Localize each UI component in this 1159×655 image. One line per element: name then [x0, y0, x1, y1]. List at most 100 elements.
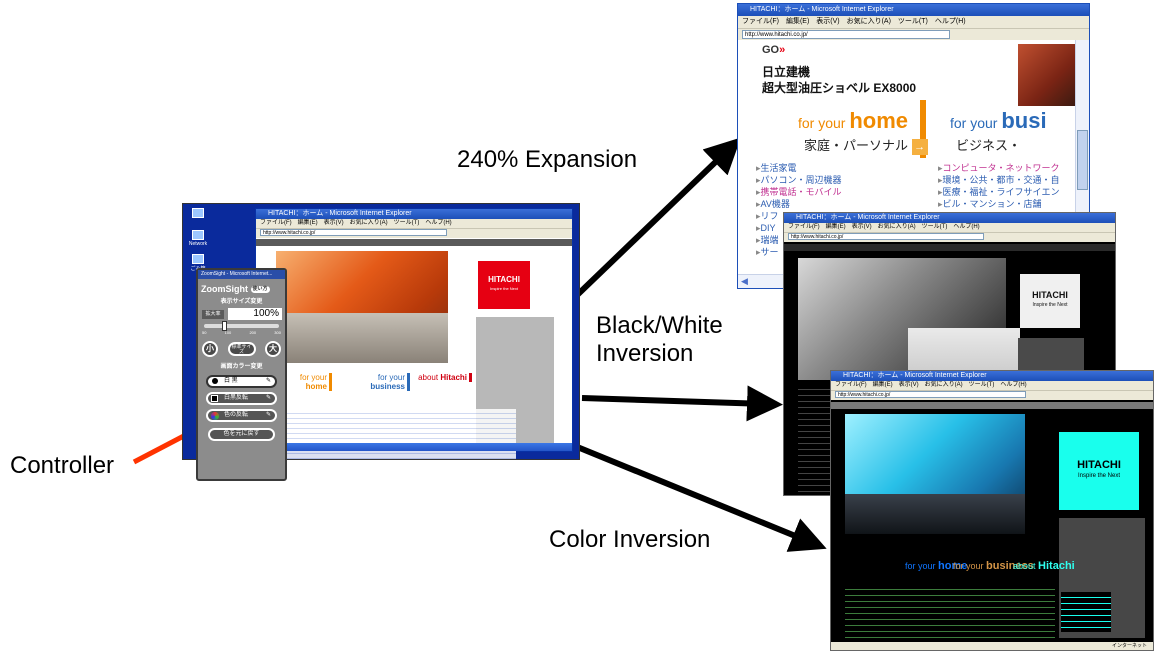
mode-bw-button[interactable]: 白黒反転✎ — [206, 392, 277, 405]
chevron-right-icon: » — [779, 44, 786, 56]
browser-menubar[interactable]: ファイル(F) 編集(E) 表示(V) お気に入り(A) ツール(T) ヘルプ(… — [784, 223, 1115, 232]
address-input[interactable]: http://www.hitachi.co.jp/ — [260, 229, 448, 236]
controller-title: ZoomSight - Microsoft Internet... — [198, 270, 285, 279]
business-label[interactable]: for your business — [348, 373, 410, 391]
list-item[interactable]: 環境・公共・都市・交通・自 — [938, 174, 1068, 186]
arrow-to-bw — [581, 385, 783, 422]
scrollbar-thumb[interactable] — [1077, 130, 1088, 190]
controller-brand: ZoomSight 使い方 — [201, 283, 282, 295]
about-prefix: about — [418, 373, 439, 382]
list-item[interactable]: 生活家電 — [756, 162, 916, 174]
rock-area — [276, 313, 448, 363]
feature-title-1: 日立建機 — [762, 65, 811, 79]
color-inversion-screenshot: HITACHI：ホーム - Microsoft Internet Explore… — [830, 370, 1154, 651]
hitachi-logo[interactable]: HITACHI Inspire the Next — [1020, 274, 1080, 328]
logo-tagline: Inspire the Next — [489, 286, 518, 291]
list-item[interactable]: ビル・マンション・店舗 — [938, 198, 1068, 210]
color-section-title: 画面カラー変更 — [220, 364, 263, 370]
address-input[interactable]: http://www.hitachi.co.jp/ — [742, 29, 951, 39]
hitachi-logo[interactable]: HITACHI Inspire the Next — [1059, 432, 1139, 510]
home-word: home — [938, 560, 968, 572]
zoom-value[interactable]: 100% — [228, 308, 282, 320]
list-item[interactable]: サー — [756, 246, 916, 258]
mode-bw-label: 白黒反転 — [224, 395, 249, 401]
browser-window: HITACHI：ホーム - Microsoft Internet Explore… — [255, 208, 573, 459]
list-item[interactable]: リフ — [756, 210, 916, 222]
zoom-slider-knob[interactable] — [222, 321, 227, 331]
page-topbar — [256, 239, 572, 246]
reset-color-button[interactable]: 色を元に戻す — [208, 428, 275, 441]
business-label[interactable]: for your busi — [950, 108, 1047, 134]
zoom-ticks: 50 100 200 300 — [202, 330, 281, 335]
color-wheel-icon — [211, 412, 219, 420]
biz-prefix: for your — [953, 561, 984, 571]
news-list — [1061, 592, 1111, 632]
mode-color-label: 色の反転 — [224, 412, 249, 418]
page-topbar — [784, 244, 1115, 251]
tick-label: 50 — [202, 330, 207, 335]
go-link[interactable]: GO» — [762, 44, 785, 56]
hitachi-logo[interactable]: HITACHI Inspire the Next — [478, 261, 530, 309]
chevron-left-icon[interactable]: ◀ — [741, 276, 748, 286]
about-word: Hitachi — [1038, 560, 1075, 572]
size-standard-button[interactable]: 標準サイズ — [227, 342, 256, 356]
address-input[interactable]: http://www.hitachi.co.jp/ — [788, 233, 985, 240]
tick-label: 100 — [224, 330, 232, 335]
pencil-icon: ✎ — [265, 412, 271, 418]
zoom-slider[interactable] — [204, 321, 279, 331]
home-label[interactable]: for your home — [798, 108, 908, 134]
home-prefix: for your — [798, 115, 846, 131]
radio-icon — [212, 378, 218, 384]
feature-title-2[interactable]: 超大型油圧ショベル EX8000 — [762, 81, 917, 95]
computer-icon — [192, 208, 204, 218]
link-list — [286, 409, 516, 459]
list-item[interactable]: コンピュータ・ネットワーク — [938, 162, 1068, 174]
controller-panel: ZoomSight - Microsoft Internet... ZoomSi… — [196, 268, 287, 481]
mode-normal-label: 白 黒 — [224, 378, 238, 384]
about-label[interactable]: about Hitachi — [1013, 560, 1075, 572]
browser-address-bar: http://www.hitachi.co.jp/ — [256, 228, 572, 238]
home-label[interactable]: for your home — [286, 373, 332, 391]
business-label[interactable]: for your business — [953, 560, 1034, 572]
zoom-label: 拡大率 — [202, 310, 224, 319]
brand-name: ZoomSight — [201, 284, 248, 294]
browser-address-bar: http://www.hitachi.co.jp/ — [784, 232, 1115, 242]
size-small-button[interactable]: 小 — [202, 341, 218, 357]
caption-bw-line1: Black/White — [596, 312, 723, 339]
go-text: GO — [762, 44, 780, 56]
logo-text: HITACHI — [488, 275, 520, 284]
home-word: home — [305, 382, 327, 391]
about-label[interactable]: about Hitachi — [418, 373, 472, 382]
browser-menubar[interactable]: ファイル(F) 編集(E) 表示(V) お気に入り(A) ツール(T) ヘルプ(… — [738, 16, 1089, 28]
browser-title: HITACHI：ホーム - Microsoft Internet Explore… — [738, 4, 1089, 16]
list-item[interactable]: パソコン・周辺機器 — [756, 174, 916, 186]
mode-normal-button[interactable]: 白 黒✎ — [206, 375, 277, 388]
address-input[interactable]: http://www.hitachi.co.jp/ — [835, 391, 1026, 398]
logo-text: HITACHI — [1077, 459, 1121, 471]
home-subtitle[interactable]: 家庭・パーソナル → — [804, 135, 928, 155]
biz-prefix: for your — [950, 115, 998, 131]
browser-menubar[interactable]: ファイル(F) 編集(E) 表示(V) お気に入り(A) ツール(T) ヘルプ(… — [256, 219, 572, 228]
tick-label: 300 — [274, 330, 281, 335]
excavator-image — [276, 251, 448, 363]
category-row: for your home for your business about Hi… — [286, 365, 476, 405]
caption-controller: Controller — [10, 452, 115, 479]
home-label[interactable]: for your home — [905, 560, 967, 572]
desktop-icon-network[interactable]: Network — [187, 230, 209, 247]
help-button[interactable]: 使い方 — [250, 286, 270, 294]
arrow-right-icon: → — [911, 138, 928, 155]
size-large-button[interactable]: 大 — [265, 341, 281, 357]
category-row: for your home for your business about Hi… — [845, 560, 1075, 580]
business-subtitle[interactable]: ビジネス・ — [956, 138, 1022, 153]
mode-color-button[interactable]: 色の反転 ✎ — [206, 409, 277, 422]
list-item[interactable]: 瑞端 — [756, 234, 916, 246]
list-item[interactable]: AV機器 — [756, 198, 916, 210]
browser-menubar[interactable]: ファイル(F) 編集(E) 表示(V) お気に入り(A) ツール(T) ヘルプ(… — [831, 381, 1153, 390]
page-content: HITACHI Inspire the Next for your home f… — [256, 239, 572, 459]
list-item[interactable]: 携帯電話・モバイル — [756, 186, 916, 198]
list-item[interactable]: DIY — [756, 222, 916, 234]
list-item[interactable]: 医療・福祉・ライフサイエン — [938, 186, 1068, 198]
desktop-icon-computer[interactable] — [187, 208, 209, 219]
network-icon — [192, 230, 204, 240]
rock-area — [845, 494, 1025, 534]
